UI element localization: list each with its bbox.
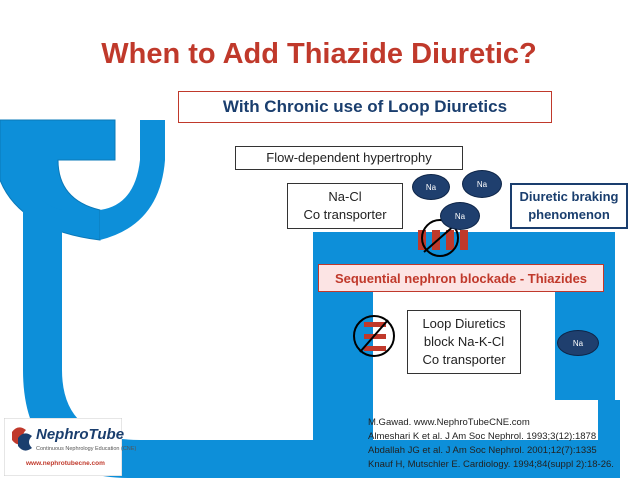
na-ion-4-label: Na	[572, 338, 584, 348]
na-ion-1: Na	[412, 174, 450, 200]
loop-line3: Co transporter	[422, 352, 506, 367]
references: M.Gawad. www.NephroTubeCNE.com Almeshari…	[368, 416, 636, 472]
subtitle-box: With Chronic use of Loop Diuretics	[178, 91, 552, 123]
loop-line1: Loop Diuretics	[422, 316, 506, 331]
descending-limb	[23, 180, 62, 300]
na-ion-4: Na	[557, 330, 599, 356]
sequential-blockade-label: Sequential nephron blockade - Thiazides	[334, 270, 588, 286]
collecting-duct	[555, 232, 615, 400]
loop-line2: block Na-K-Cl	[423, 334, 505, 349]
na-ion-1-label: Na	[425, 182, 437, 192]
nephrotube-logo-graphic	[3, 417, 123, 477]
nephrotube-logo: NephroTube Continuous Nephrology Educati…	[3, 417, 136, 477]
nacl-line1: Na-Cl	[328, 189, 362, 204]
na-ion-2-label: Na	[476, 179, 488, 189]
braking-line2: phenomenon	[528, 207, 610, 222]
logo-brand: NephroTube	[36, 426, 125, 443]
flow-hypertrophy-box: Flow-dependent hypertrophy	[235, 146, 463, 170]
nacl-cotransporter-box: Na-Cl Co transporter	[287, 183, 403, 229]
reference-1: M.Gawad. www.NephroTubeCNE.com	[368, 417, 530, 428]
nkcc-transporter-marks	[364, 322, 386, 351]
flow-hypertrophy-label: Flow-dependent hypertrophy	[266, 150, 432, 165]
subtitle-text: With Chronic use of Loop Diuretics	[222, 97, 508, 116]
sequential-blockade-box: Sequential nephron blockade - Thiazides	[318, 264, 604, 292]
reference-4: Knauf H, Mutschler E. Cardiology. 1994;8…	[368, 459, 614, 470]
diuretic-braking-box: Diuretic braking phenomenon	[510, 183, 628, 229]
nacl-line2: Co transporter	[303, 207, 387, 222]
reference-2: Almeshari K et al. J Am Soc Nephrol. 199…	[368, 431, 597, 442]
loop-diuretics-box: Loop Diuretics block Na-K-Cl Co transpor…	[407, 310, 521, 374]
na-ion-3: Na	[440, 202, 480, 230]
na-ion-2: Na	[462, 170, 502, 198]
block-symbol-bottom	[353, 315, 395, 357]
logo-url: www.nephrotubecne.com	[26, 460, 105, 467]
page-title: When to Add Thiazide Diuretic?	[101, 38, 537, 70]
proximal-tubule	[100, 120, 165, 240]
reference-3: Abdallah JG et al. J Am Soc Nephrol. 200…	[368, 445, 597, 456]
braking-line1: Diuretic braking	[519, 189, 619, 204]
na-ion-3-label: Na	[454, 211, 466, 221]
logo-tagline: Continuous Nephrology Education (CNE)	[36, 446, 137, 452]
